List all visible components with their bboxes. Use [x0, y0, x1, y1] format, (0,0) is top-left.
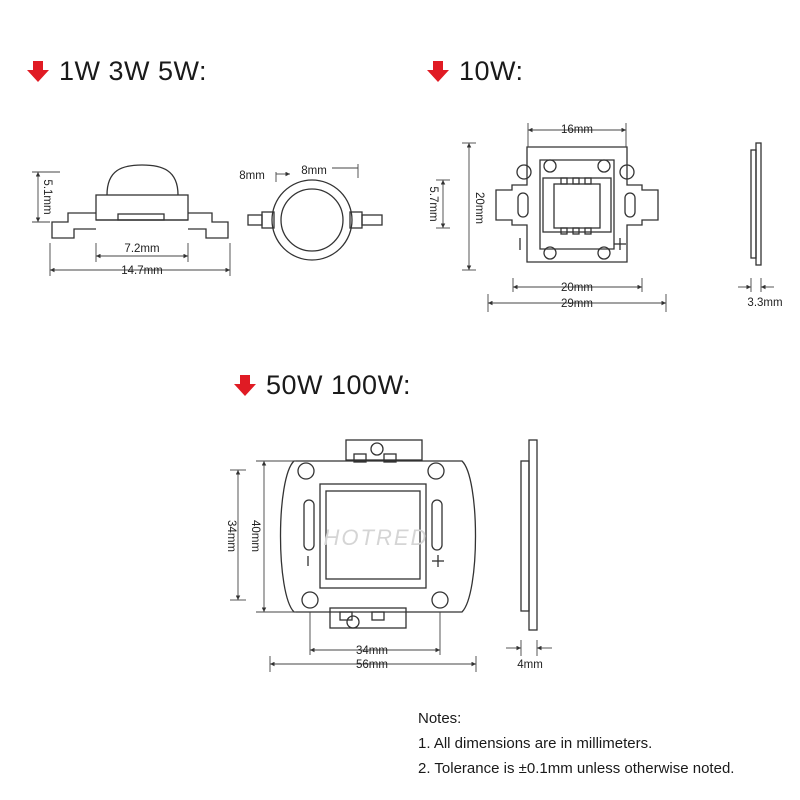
notes-line-1: 1. All dimensions are in millimeters.: [418, 735, 653, 752]
dim-50w-bottom-inner: 34mm: [356, 645, 388, 657]
dim-10w-bottom-outer: 29mm: [561, 298, 593, 310]
watermark: HOTRED: [324, 525, 429, 550]
heading-label: 50W 100W:: [266, 370, 412, 400]
led-1w-side-view: [51, 164, 229, 239]
dim-50w-left-outer: 40mm: [249, 520, 261, 552]
led-50w-side-dimensions: [506, 640, 552, 656]
down-arrow-icon: [234, 374, 256, 396]
notes-block: Notes: 1. All dimensions are in millimet…: [418, 706, 734, 781]
led-50w-front-view: [279, 439, 477, 629]
dim-50w-side: 4mm: [517, 659, 543, 671]
led-1w-top-dimensions: [275, 164, 359, 182]
notes-title: Notes:: [418, 710, 462, 727]
heading-1w-3w-5w: 1W 3W 5W:: [25, 56, 207, 87]
down-arrow-icon: [427, 60, 449, 82]
heading-label: 1W 3W 5W:: [59, 56, 208, 86]
dim-10w-top: 16mm: [561, 124, 593, 136]
heading-label: 10W:: [459, 56, 524, 86]
dim-10w-left-outer: 20mm: [473, 192, 485, 224]
heading-10w: 10W:: [425, 56, 524, 87]
led-10w-dimensions: [436, 123, 667, 312]
dim-10w-left-inner: 5.7mm: [427, 186, 439, 221]
led-10w-front-view: [495, 146, 659, 263]
dim-1w-height: 5.1mm: [41, 179, 53, 214]
dim-10w-side: 3.3mm: [747, 297, 782, 309]
led-10w-side-view: [750, 142, 762, 266]
dim-10w-bottom-inner: 20mm: [561, 282, 593, 294]
dim-1w-total: 14.7mm: [121, 265, 163, 277]
dim-1w-lens-height: 8mm: [301, 165, 327, 177]
notes-line-2: 2. Tolerance is ±0.1mm unless otherwise …: [418, 760, 735, 777]
down-arrow-icon: [27, 60, 49, 82]
led-10w-side-dimensions: [738, 278, 774, 292]
dim-50w-left-inner: 34mm: [225, 520, 237, 552]
led-1w-top-view: [247, 179, 383, 261]
led-50w-side-view: [520, 439, 538, 631]
led-1w-dimensions: [32, 171, 231, 276]
dim-50w-bottom-outer: 56mm: [356, 659, 388, 671]
dim-1w-base: 7.2mm: [124, 243, 159, 255]
heading-50w-100w: 50W 100W:: [232, 370, 411, 401]
led-50w-dimensions: [230, 460, 477, 672]
dim-1w-lens-width: 8mm: [239, 170, 265, 182]
